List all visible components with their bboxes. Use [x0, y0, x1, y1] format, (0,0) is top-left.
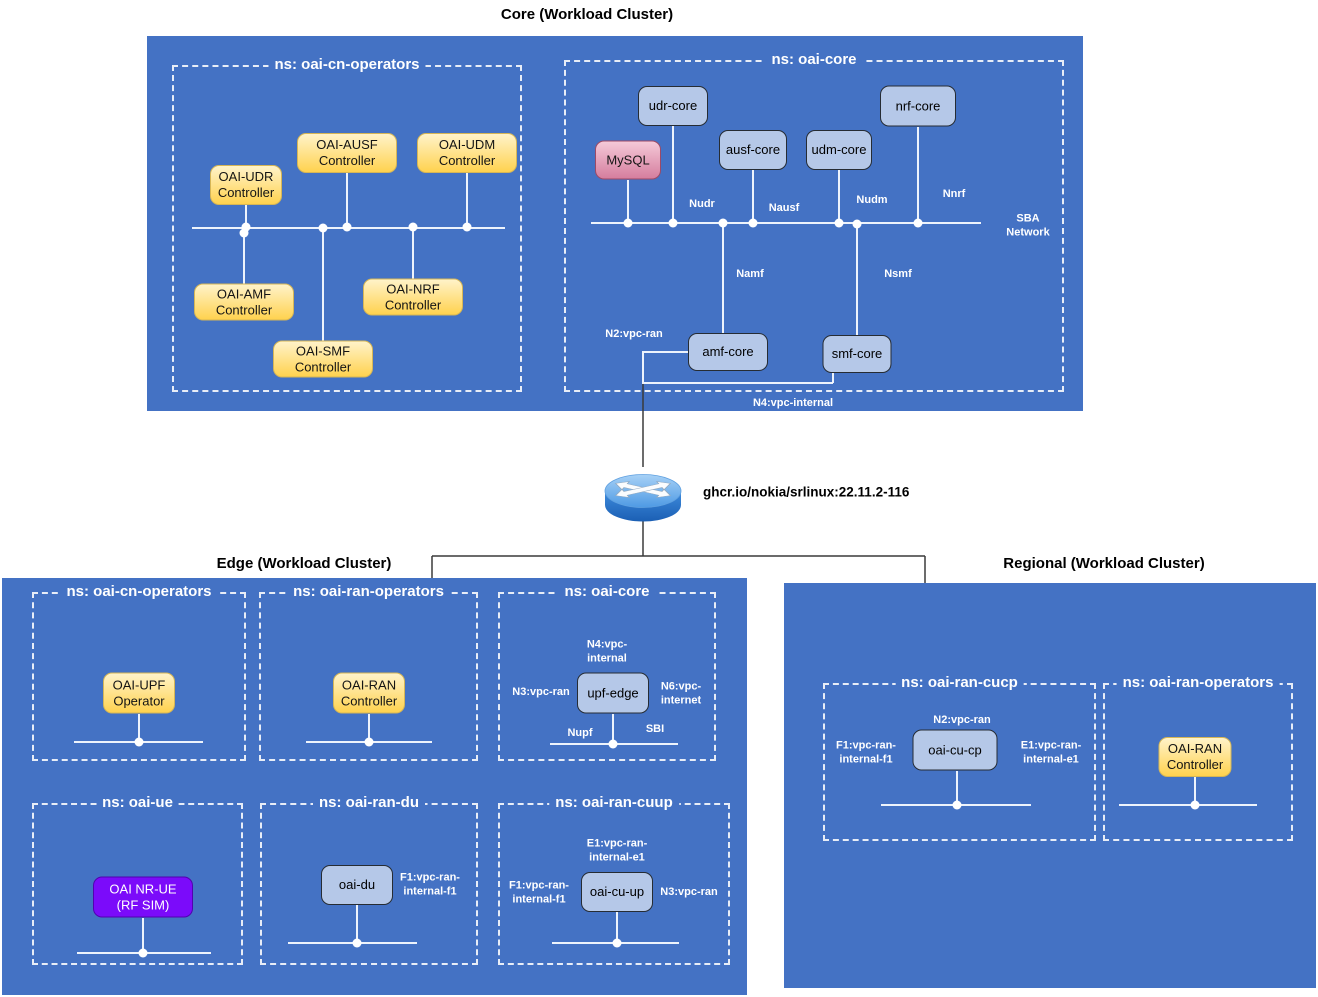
iface-label-nudm: Nudm [856, 193, 888, 206]
iface-label-edge-n3: N3:vpc-ran [512, 685, 570, 698]
ns-box-regional-ran-operators: ns: oai-ran-operators [1103, 673, 1293, 841]
edge-cluster-title: Edge (Workload Cluster) [216, 555, 392, 572]
node-oai-ausf-controller: OAI-AUSF Controller [297, 133, 397, 173]
node-regional-oai-ran-controller: OAI-RAN Controller [1158, 737, 1232, 777]
ns-box-edge-oai-ue: ns: oai-ue [32, 793, 243, 965]
ns-label-edge-ran-cuup: ns: oai-ran-cuup [549, 793, 679, 813]
node-udr-core: udr-core [638, 86, 708, 126]
node-edge-oai-ran-controller: OAI-RAN Controller [333, 672, 405, 714]
ns-box-edge-oai-core: ns: oai-core [498, 582, 716, 761]
ns-label-edge-ran-du: ns: oai-ran-du [313, 793, 425, 813]
node-upf-edge: upf-edge [577, 672, 649, 714]
iface-label-n2-vpc-ran: N2:vpc-ran [605, 327, 663, 340]
ns-box-core-cn-operators: ns: oai-cn-operators [172, 55, 522, 392]
ns-box-edge-ran-du: ns: oai-ran-du [260, 793, 478, 965]
iface-label-du-f1: F1:vpc-ran- internal-f1 [400, 871, 460, 898]
core-cluster-title: Core (Workload Cluster) [500, 6, 674, 23]
inter-cluster-links [431, 383, 926, 583]
router-image-label: ghcr.io/nokia/srlinux:22.11.2-116 [703, 484, 910, 500]
iface-label-edge-n4: N4:vpc- internal [586, 638, 628, 665]
iface-label-nudr: Nudr [689, 197, 715, 210]
ns-label-regional-ran-operators: ns: oai-ran-operators [1116, 673, 1280, 693]
ns-label-edge-ran-operators: ns: oai-ran-operators [287, 582, 450, 602]
iface-label-cucp-e1: E1:vpc-ran- internal-e1 [1020, 739, 1082, 766]
node-nrf-core: nrf-core [880, 85, 956, 127]
node-mysql: MySQL [595, 140, 661, 180]
ns-label-edge-oai-core: ns: oai-core [558, 582, 656, 602]
iface-label-nausf: Nausf [768, 201, 800, 214]
iface-label-edge-n6: N6:vpc- internet [660, 680, 702, 707]
node-oai-nrf-controller: OAI-NRF Controller [363, 278, 463, 316]
iface-label-sbi: SBI [645, 722, 665, 735]
iface-label-nnrf: Nnrf [942, 187, 966, 200]
node-oai-udr-controller: OAI-UDR Controller [210, 165, 282, 205]
ns-box-core-oai-core: ns: oai-core [564, 50, 1064, 392]
node-oai-du: oai-du [321, 865, 393, 905]
ns-label-regional-ran-cucp: ns: oai-ran-cucp [895, 673, 1024, 693]
node-oai-amf-controller: OAI-AMF Controller [194, 283, 294, 321]
iface-label-cucp-n2: N2:vpc-ran [933, 713, 991, 726]
iface-label-n4-vpc-internal: N4:vpc-internal [752, 396, 834, 409]
ns-box-regional-ran-cucp: ns: oai-ran-cucp [823, 673, 1096, 841]
iface-label-cuup-f1: F1:vpc-ran- internal-f1 [509, 879, 569, 906]
ns-label-edge-cn-operators: ns: oai-cn-operators [60, 582, 218, 602]
node-smf-core: smf-core [822, 335, 892, 373]
iface-label-cucp-f1: F1:vpc-ran- internal-f1 [836, 739, 896, 766]
iface-label-cuup-n3: N3:vpc-ran [660, 885, 718, 898]
iface-label-cuup-e1: E1:vpc-ran- internal-e1 [586, 837, 648, 864]
regional-cluster-box [784, 583, 1316, 988]
node-udm-core: udm-core [806, 130, 872, 170]
ns-box-edge-ran-operators: ns: oai-ran-operators [259, 582, 478, 761]
node-oai-smf-controller: OAI-SMF Controller [273, 340, 373, 378]
router-icon [604, 474, 682, 522]
edge-cluster-box [2, 578, 747, 995]
iface-label-namf: Namf [736, 267, 764, 280]
node-oai-upf-operator: OAI-UPF Operator [103, 672, 175, 714]
node-amf-core: amf-core [688, 333, 768, 371]
ns-label-edge-oai-ue: ns: oai-ue [96, 793, 179, 813]
node-oai-udm-controller: OAI-UDM Controller [417, 133, 517, 173]
node-oai-cu-cp: oai-cu-cp [912, 729, 998, 771]
ns-label-core-cn-operators: ns: oai-cn-operators [268, 55, 426, 75]
regional-cluster-title: Regional (Workload Cluster) [1003, 555, 1205, 572]
iface-label-sba-network: SBA Network [1006, 212, 1050, 239]
iface-label-nupf: Nupf [567, 726, 593, 739]
node-oai-cu-up: oai-cu-up [581, 872, 653, 912]
ns-label-core-oai-core: ns: oai-core [765, 50, 863, 70]
node-oai-nr-ue: OAI NR-UE (RF SIM) [93, 876, 193, 918]
node-ausf-core: ausf-core [719, 130, 787, 170]
ns-box-edge-ran-cuup: ns: oai-ran-cuup [498, 793, 730, 965]
ns-box-edge-cn-operators: ns: oai-cn-operators [32, 582, 246, 761]
iface-label-nsmf: Nsmf [884, 267, 912, 280]
